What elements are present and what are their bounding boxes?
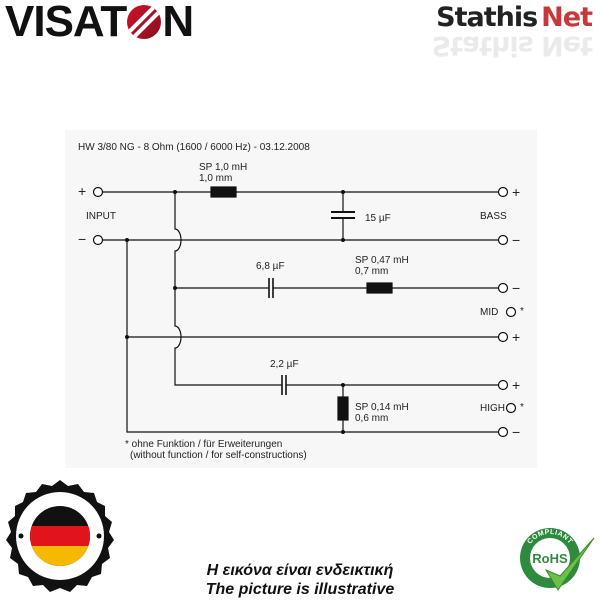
mid-minus-terminal (497, 282, 509, 294)
bass-minus-terminal (497, 234, 509, 246)
c1-value: 15 µF (365, 213, 391, 224)
rohs-text: RoHS (532, 551, 568, 566)
input-minus-sign: − (78, 231, 86, 247)
note-line-2: (without function / for self-constructio… (130, 450, 307, 461)
inductor-l3 (337, 396, 349, 421)
stathisnet-logo-reflection: Stathis Net (432, 30, 592, 61)
junction-dots (125, 190, 345, 434)
mid-asterisk: * (520, 306, 524, 317)
inductor-l1 (210, 186, 237, 198)
crossover-schematic: HW 3/80 NG - 8 Ohm (1600 / 6000 Hz) - 03… (65, 130, 537, 468)
note-line-1: * ohne Funktion / für Erweiterungen (125, 439, 282, 450)
input-plus-sign: + (78, 183, 86, 199)
l3-value: SP 0,14 mH (355, 402, 409, 413)
bass-plus-terminal (497, 186, 509, 198)
rohs-compliant-badge-icon: COMPLIANT RoHS (520, 528, 595, 591)
mid-plus-sign: + (512, 329, 520, 345)
caption-greek: Η εικόνα είναι ενδεικτική (206, 562, 394, 579)
wire-hot-vertical (174, 192, 499, 386)
visaton-o-mark-icon (127, 5, 162, 39)
visaton-logo: VISAT N (5, 0, 194, 46)
capacitor-c2 (268, 278, 274, 298)
capacitor-c1 (331, 211, 355, 219)
mid-minus-sign: − (512, 280, 520, 296)
l2-value: SP 0,47 mH (355, 255, 409, 266)
high-spare-terminal (505, 402, 517, 414)
stathis-text: Stathis (436, 2, 538, 33)
mid-label: MID (480, 307, 498, 318)
high-asterisk: * (520, 402, 524, 413)
bass-label: BASS (480, 211, 507, 222)
l2-wire: 0,7 mm (355, 266, 388, 277)
c3-value: 2,2 µF (270, 359, 299, 370)
bass-minus-sign: − (512, 232, 520, 248)
schematic-title: HW 3/80 NG - 8 Ohm (1600 / 6000 Hz) - 03… (78, 142, 310, 153)
high-plus-terminal (497, 379, 509, 391)
made-in-germany-seal-icon (6, 480, 114, 592)
input-plus-terminal (92, 186, 104, 198)
high-minus-terminal (497, 426, 509, 438)
reflection-text-net: Net (541, 30, 592, 61)
mid-spare-terminal (505, 306, 517, 318)
wire-ground (126, 240, 499, 433)
high-plus-sign: + (512, 377, 520, 393)
inductor-l2 (366, 282, 393, 294)
visaton-logo-text: VISAT (5, 0, 127, 46)
input-label: INPUT (86, 211, 116, 222)
net-text: Net (541, 2, 593, 33)
high-minus-sign: − (512, 424, 520, 440)
visaton-logo-text-end: N (162, 0, 194, 46)
l3-wire: 0,6 mm (355, 413, 388, 424)
l1-value: SP 1,0 mH (199, 162, 247, 173)
capacitor-c3 (281, 375, 287, 395)
mid-plus-terminal (497, 331, 509, 343)
l1-wire: 1,0 mm (199, 173, 232, 184)
input-minus-terminal (92, 234, 104, 246)
high-label: HIGH (480, 403, 505, 414)
bass-plus-sign: + (512, 184, 520, 200)
reflection-text: Stathis (431, 30, 533, 61)
caption-english: The picture is illustrative (205, 581, 395, 598)
c2-value: 6,8 µF (256, 261, 285, 272)
schematic-svg: HW 3/80 NG - 8 Ohm (1600 / 6000 Hz) - 03… (78, 142, 524, 461)
